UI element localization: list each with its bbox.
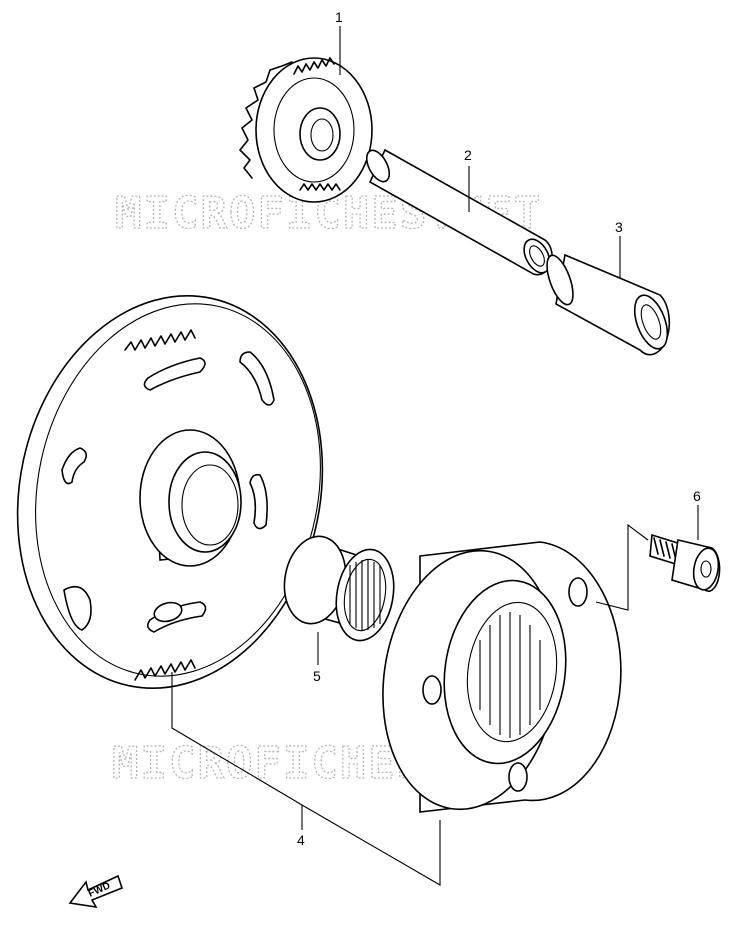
- part-6-bolt: [649, 533, 721, 592]
- callout-1: 1: [335, 9, 343, 25]
- callout-5: 5: [313, 668, 321, 684]
- callout-3: 3: [615, 219, 623, 235]
- part-3-bushing: [546, 253, 671, 356]
- part-5-needle-bearing: [283, 535, 395, 642]
- callout-6: 6: [693, 488, 701, 504]
- callout-4: 4: [297, 832, 305, 848]
- callout-2: 2: [464, 147, 472, 163]
- part-1-idler-gear: [239, 57, 373, 203]
- part-4-starter-driven-gear: [16, 295, 324, 689]
- part-4-starter-clutch: [382, 541, 622, 813]
- fwd-arrow: FWD: [68, 874, 123, 909]
- leader-lines: [171, 26, 699, 886]
